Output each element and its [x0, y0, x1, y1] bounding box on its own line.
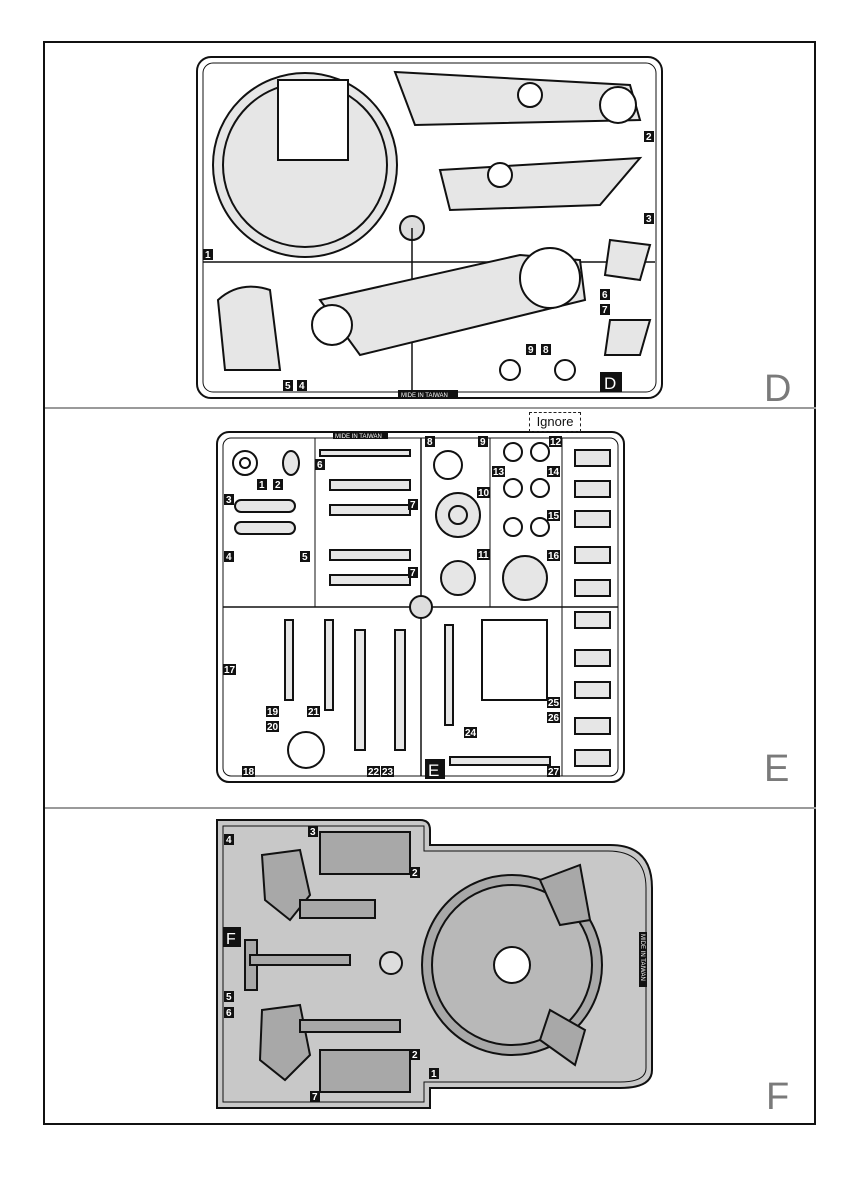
part-number: 14	[548, 467, 560, 478]
part-number: 3	[646, 214, 652, 225]
part-number: 4	[226, 835, 232, 846]
part-number: 18	[243, 767, 255, 778]
section-letter-d: D	[764, 368, 792, 410]
part-number: 5	[285, 381, 291, 392]
section-divider	[45, 407, 816, 409]
section-letter-f: F	[766, 1076, 790, 1118]
sprue-letter: E	[428, 761, 439, 780]
section-divider	[45, 807, 816, 809]
part-number: 2	[646, 132, 652, 143]
made-in-stamp: MIDE IN TAIWAN	[401, 393, 448, 399]
part-number: 9	[528, 345, 534, 356]
part-number: 7	[602, 305, 608, 316]
made-in-stamp: MIDE IN TAIWAN	[335, 434, 382, 440]
part-number: 4	[299, 381, 305, 392]
part-number: 1	[205, 250, 211, 261]
section-letter-e: E	[764, 748, 790, 790]
part-number: 2	[412, 1050, 418, 1061]
sprue-letter: D	[604, 374, 616, 393]
part-number: 20	[267, 722, 279, 733]
part-number: 10	[478, 488, 490, 499]
part-number: 11	[478, 550, 489, 561]
part-number: 4	[226, 552, 232, 563]
sprue-e-part-numbers: 1 2 3 4 5 6 7 7 8 9 10 11 12 13 14 15 16…	[223, 432, 562, 780]
part-number: 2	[412, 868, 418, 879]
part-number: 5	[302, 552, 308, 563]
part-number: 8	[427, 437, 433, 448]
manual-page	[43, 41, 816, 1125]
part-number: 22	[368, 767, 380, 778]
part-number: 7	[312, 1092, 318, 1103]
sprue-d-part-numbers: 1 2 3 4 5 6 7 8 9 D MIDE IN TAIWAN	[203, 131, 654, 399]
part-number: 7	[410, 500, 416, 511]
part-number: 13	[493, 467, 505, 478]
part-number: 9	[480, 437, 486, 448]
part-number: 3	[226, 495, 232, 506]
part-number: 27	[548, 767, 560, 778]
part-number: 2	[275, 480, 281, 491]
part-number: 1	[431, 1069, 437, 1080]
part-number: 6	[317, 460, 323, 471]
sprue-d	[196, 56, 663, 399]
part-number: 8	[543, 345, 549, 356]
part-number: 3	[310, 827, 316, 838]
part-number: 16	[548, 551, 560, 562]
made-in-stamp: MIDE IN TAIWAN	[639, 934, 645, 981]
part-number: 23	[382, 767, 394, 778]
part-number: 12	[550, 437, 562, 448]
part-number: 7	[410, 568, 416, 579]
part-number: 26	[548, 713, 560, 724]
sprue-f	[216, 819, 653, 1109]
ignore-annotation: Ignore	[529, 412, 581, 432]
part-number: 5	[226, 992, 232, 1003]
part-number: 21	[308, 707, 320, 718]
part-number: 17	[224, 665, 236, 676]
part-number: 19	[267, 707, 279, 718]
part-number: 6	[226, 1008, 232, 1019]
part-number: 6	[602, 290, 608, 301]
part-number: 25	[548, 698, 560, 709]
sprue-f-part-numbers: 1 2 2 3 4 5 6 7 F MIDE IN TAIWAN	[223, 826, 647, 1103]
part-number: 15	[548, 511, 560, 522]
part-number: 24	[465, 728, 477, 739]
part-number: 1	[259, 480, 265, 491]
sprue-e	[216, 431, 625, 783]
sprue-letter: F	[226, 931, 236, 948]
